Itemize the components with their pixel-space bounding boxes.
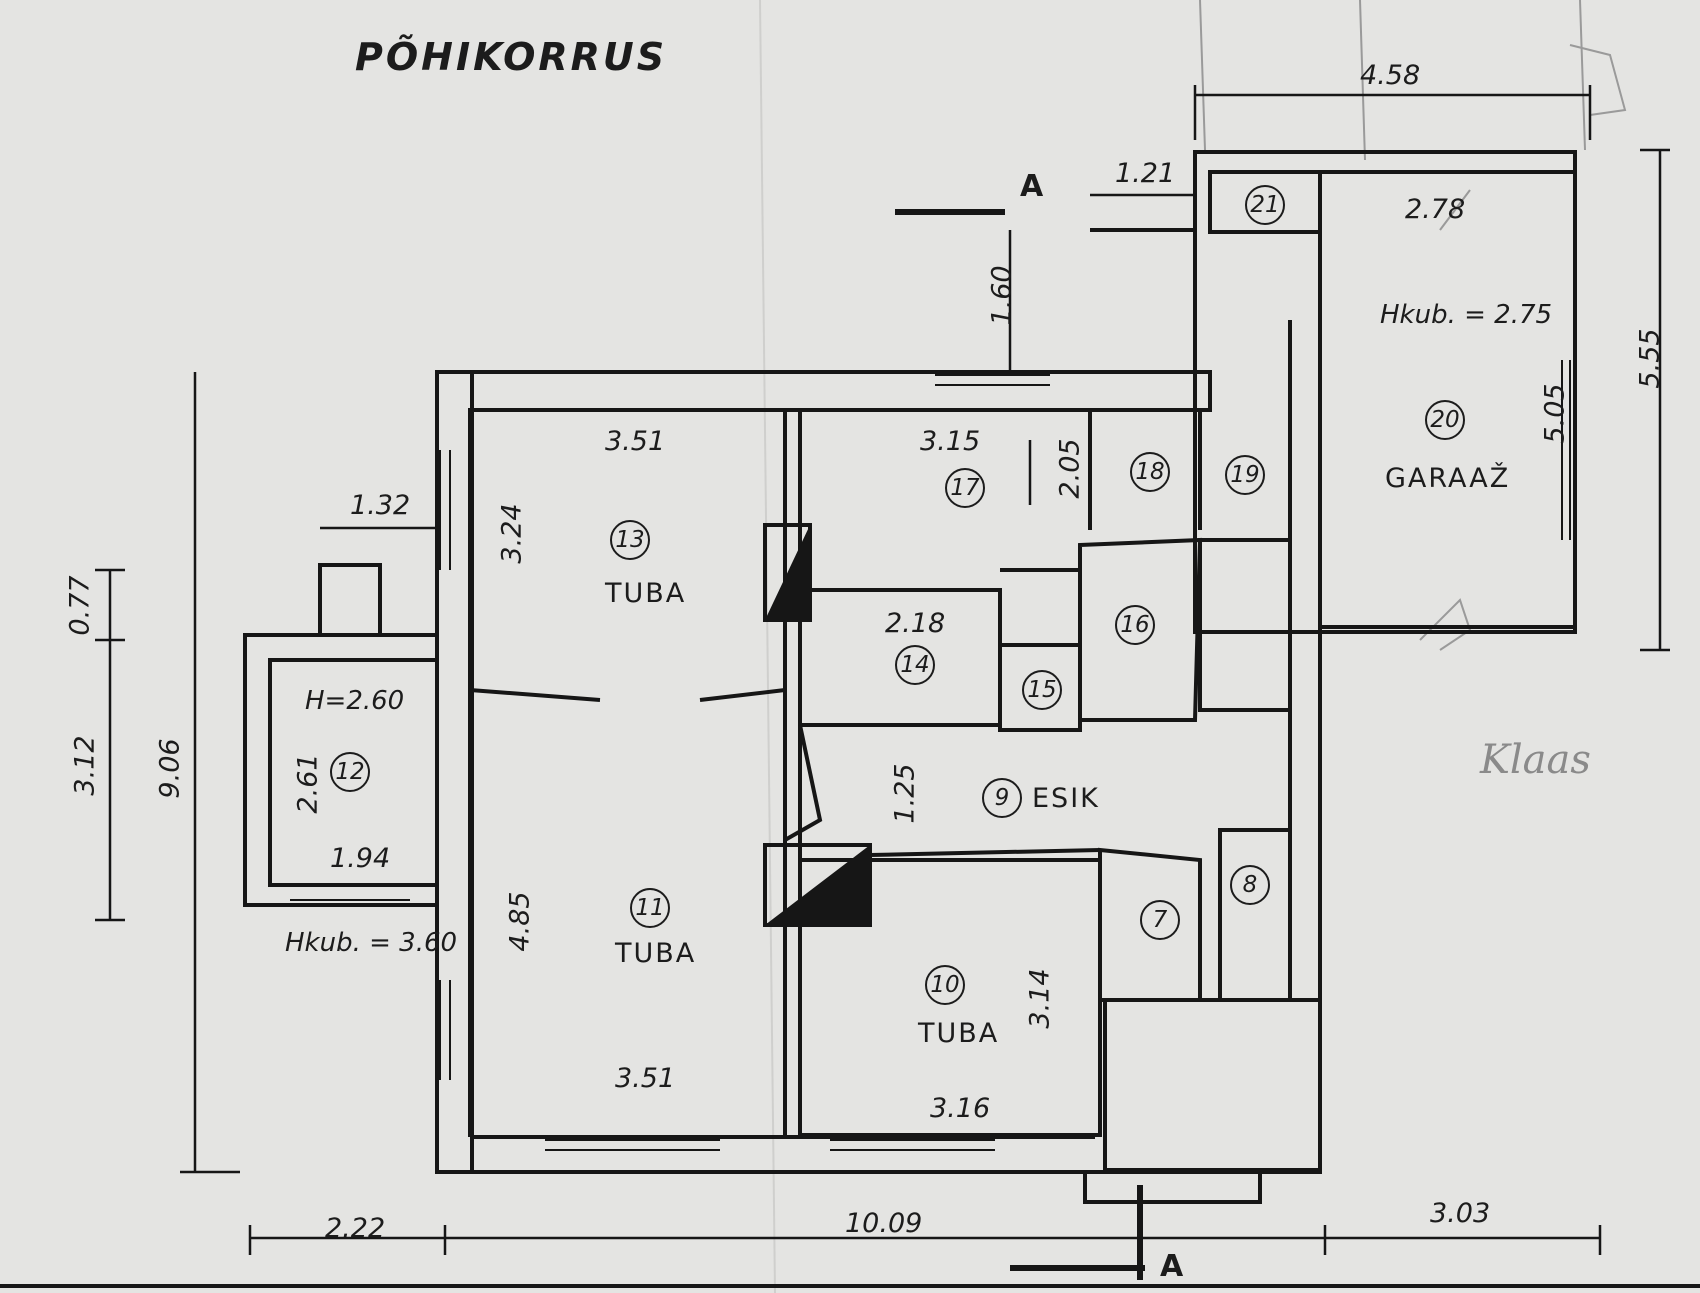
room-19-number: 19 — [1225, 455, 1265, 495]
room-7-number: 7 — [1140, 900, 1180, 940]
dim-bottom-right: 3.03 — [1430, 1198, 1491, 1229]
dim-garage-inner-width: 2.78 — [1405, 194, 1466, 225]
dim-bay-width: 1.32 — [350, 490, 411, 521]
dim-garage-top: 4.58 — [1360, 60, 1421, 91]
paper-fold-line — [759, 0, 776, 1293]
room12-cubature-note: Hkub. = 3.60 — [285, 928, 458, 958]
garage-height-note: Hkub. = 2.75 — [1380, 300, 1553, 330]
dim-0-77: 0.77 — [64, 575, 96, 636]
dim-5-55: 5.55 — [1634, 328, 1666, 389]
dim-9-06: 9.06 — [154, 738, 186, 799]
room-10-number: 10 — [925, 965, 965, 1005]
room-15-number: 15 — [1022, 670, 1062, 710]
dim-room12-depth: 2.61 — [292, 753, 324, 814]
dim-room10-depth: 3.14 — [1024, 968, 1056, 1029]
dim-bottom-middle: 10.09 — [845, 1208, 923, 1239]
dim-room13-depth: 3.24 — [496, 503, 528, 564]
page-title: PÕHIKORRUS — [355, 35, 668, 79]
room-14-number: 14 — [895, 645, 935, 685]
room-9-number: 9 — [982, 778, 1022, 818]
section-mark-bottom: A — [1160, 1249, 1184, 1284]
room-21-number: 21 — [1245, 185, 1285, 225]
dim-hall-width: 1.25 — [889, 763, 921, 824]
walls — [243, 150, 1577, 1204]
section-marker-lines — [895, 209, 1145, 1280]
dim-1-21: 1.21 — [1115, 158, 1176, 189]
room-10-name: TUBA — [918, 1018, 1000, 1049]
dim-bottom-left: 2.22 — [325, 1213, 386, 1244]
stove-bottom — [765, 845, 870, 925]
room-20-number: 20 — [1425, 400, 1465, 440]
dim-room11-width: 3.51 — [615, 1063, 676, 1094]
dim-3-12: 3.12 — [69, 735, 101, 796]
stove-top — [765, 525, 810, 620]
dim-1-60: 1.60 — [986, 265, 1018, 326]
dim-room12-width: 1.94 — [330, 843, 391, 874]
room-13-number: 13 — [610, 520, 650, 560]
room-20-name: GARAAŽ — [1385, 463, 1511, 494]
dim-5-05: 5.05 — [1539, 383, 1571, 444]
windows — [290, 360, 1571, 1151]
dim-room11-depth: 4.85 — [504, 891, 536, 952]
room-11-number: 11 — [630, 888, 670, 928]
pencil-sketch — [1199, 0, 1627, 651]
dim-room18-depth: 2.05 — [1054, 438, 1086, 499]
dim-room13-width: 3.51 — [605, 426, 666, 457]
room-18-number: 18 — [1130, 452, 1170, 492]
room-8-number: 8 — [1230, 865, 1270, 905]
dim-room14-width: 2.18 — [885, 608, 946, 639]
room-13-name: TUBA — [605, 578, 687, 609]
room-9-name: ESIK — [1032, 783, 1100, 814]
dim-room17-width: 3.15 — [920, 426, 981, 457]
room-17-number: 17 — [945, 468, 985, 508]
room12-height: H=2.60 — [305, 686, 405, 716]
room-12-number: 12 — [330, 752, 370, 792]
section-mark-top: A — [1020, 169, 1044, 204]
pencil-signature: Klaas — [1480, 737, 1591, 783]
dimension-lines — [95, 85, 1670, 1255]
room-11-name: TUBA — [615, 938, 697, 969]
dim-room10-width: 3.16 — [930, 1093, 991, 1124]
room-16-number: 16 — [1115, 605, 1155, 645]
